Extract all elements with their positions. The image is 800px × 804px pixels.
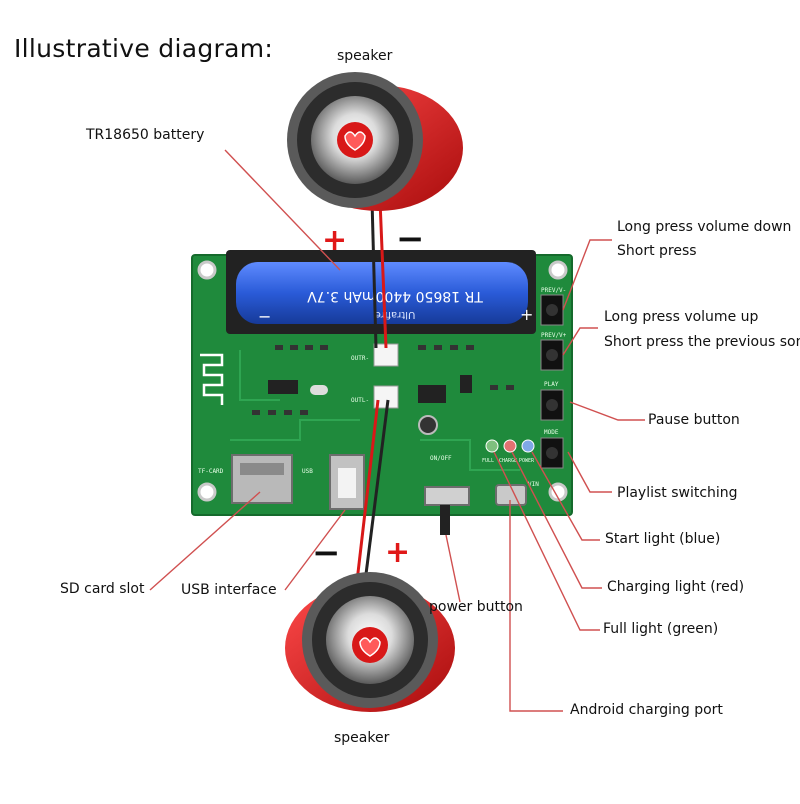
- leader-battery: [224, 149, 341, 271]
- battery-minus-mark: −: [258, 307, 271, 326]
- label-sd-card-slot: SD card slot: [60, 581, 145, 597]
- plus-sign-top: +: [322, 223, 348, 258]
- led-power-blue: [521, 439, 535, 453]
- board-label-mode: MODE: [544, 429, 559, 436]
- leader-playlist: [567, 451, 612, 493]
- leader-volume-down: [562, 239, 612, 311]
- led-charge-red: [503, 439, 517, 453]
- board-label-play: PLAY: [544, 381, 559, 388]
- battery-brand: Ultrafire: [375, 309, 416, 320]
- label-android-charging-port: Android charging port: [570, 702, 723, 718]
- board-label-on-off: ON/OFF: [430, 455, 452, 462]
- leader-charging-light: [511, 451, 602, 589]
- capacitor: [418, 415, 438, 435]
- label-long-press-volume-up: Long press volume up: [604, 309, 759, 325]
- leader-pause: [569, 401, 645, 421]
- board-label-prev-v-top: PREV/V-: [541, 287, 566, 294]
- battery-text: TR 18650 4400mAh 3.7V: [307, 288, 484, 304]
- mounting-hole: [197, 260, 217, 280]
- leader-start-light: [531, 451, 600, 541]
- antenna-trace: [200, 353, 224, 405]
- minus-sign-bottom: −: [312, 533, 341, 573]
- charging-port[interactable]: [495, 484, 527, 506]
- board-label-tf-card: TF-CARD: [198, 468, 224, 475]
- label-speaker-top: speaker: [337, 48, 393, 64]
- leader-previous: [562, 327, 598, 356]
- power-switch[interactable]: [424, 486, 470, 506]
- label-short-press: Short press: [617, 243, 697, 259]
- mounting-hole: [197, 482, 217, 502]
- label-power-button: power button: [429, 599, 523, 615]
- label-battery: TR18650 battery: [86, 127, 205, 143]
- label-playlist-switching: Playlist switching: [617, 485, 738, 501]
- speaker-top: [287, 72, 463, 211]
- mounting-hole: [548, 260, 568, 280]
- leader-power-button: [445, 534, 461, 603]
- board-label-charge: CHARGE: [499, 458, 517, 464]
- board-label-out-l: OUTL-: [351, 397, 369, 404]
- chip: [268, 380, 298, 394]
- board-label-usb: USB: [302, 468, 313, 475]
- battery-cell: [236, 262, 528, 324]
- crystal: [310, 385, 328, 395]
- board-label-vin: VIN: [528, 481, 539, 488]
- label-full-light: Full light (green): [603, 621, 719, 637]
- leader-full-light: [493, 451, 600, 631]
- battery-assembly: TR 18650 4400mAh 3.7V Ultrafire + −: [226, 250, 536, 334]
- speaker-bottom: [285, 572, 455, 712]
- board-label-prev-v: PREV/V+: [541, 332, 567, 339]
- board-label-power: POWER: [519, 458, 535, 464]
- amp-chip: [418, 385, 446, 403]
- power-switch-lever[interactable]: [440, 505, 450, 535]
- leader-lines: [149, 149, 645, 712]
- label-usb-interface: USB interface: [181, 582, 277, 598]
- heart-icon: [359, 637, 381, 657]
- leader-usb: [284, 509, 346, 591]
- heart-icon: [344, 131, 366, 151]
- plus-sign-bottom: +: [385, 535, 411, 570]
- label-short-press-previous: Short press the previous song: [604, 334, 800, 350]
- led-full-green: [485, 439, 499, 453]
- battery-plus-mark: +: [520, 305, 533, 324]
- label-speaker-bottom: speaker: [334, 730, 390, 746]
- board-label-out-r: OUTR-: [351, 355, 369, 362]
- sd-card-slot[interactable]: [231, 454, 293, 504]
- diagram-title: Illustrative diagram:: [14, 34, 274, 63]
- chip: [460, 375, 472, 393]
- label-charging-light: Charging light (red): [607, 579, 745, 595]
- minus-sign-top: −: [396, 219, 425, 259]
- leader-android-port: [509, 500, 563, 712]
- board-label-full: FULL: [482, 458, 494, 464]
- label-long-press-volume-down: Long press volume down: [617, 219, 792, 235]
- label-start-light: Start light (blue): [605, 531, 721, 547]
- mounting-hole: [548, 482, 568, 502]
- label-pause-button: Pause button: [648, 412, 740, 428]
- wires: [354, 199, 390, 591]
- leader-sd-card: [149, 491, 261, 591]
